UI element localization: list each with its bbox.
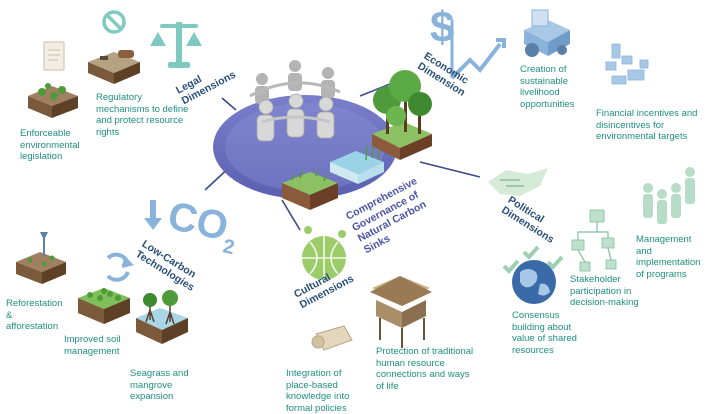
co2-arrow-icon: CO 2 bbox=[144, 194, 236, 259]
consensus-building-label: Consensus building about value of shared… bbox=[512, 310, 577, 356]
people-circle-icon bbox=[249, 60, 341, 142]
seagrass-mangrove-label: Seagrass and mangrove expansion bbox=[130, 368, 189, 402]
svg-text:$: $ bbox=[430, 3, 454, 52]
logged-land-block-icon bbox=[88, 50, 140, 84]
financial-blocks-icon bbox=[605, 43, 649, 85]
mangrove-block-icon bbox=[136, 290, 188, 344]
soil-block-icon bbox=[78, 288, 130, 324]
recycle-arrows-icon bbox=[106, 252, 134, 282]
garden-block-icon bbox=[28, 83, 78, 118]
grass-block-icon bbox=[282, 169, 338, 210]
culture-globe-icon bbox=[302, 226, 346, 280]
reforestation-label: Reforestation & afforestation bbox=[6, 298, 63, 332]
stakeholder-participation-label: Stakeholder participation in decision-ma… bbox=[570, 274, 639, 308]
org-chart-icon bbox=[571, 209, 617, 272]
checkmark-icons bbox=[502, 245, 564, 274]
seedling-block-icon bbox=[16, 232, 66, 284]
stilt-house-icon bbox=[370, 276, 432, 348]
svg-text:CO: CO bbox=[164, 194, 232, 250]
enforceable-legislation-label: Enforceable environmental legislation bbox=[20, 128, 80, 162]
people-group-icon bbox=[643, 167, 695, 224]
livelihood-label: Creation of sustainable livelihood oppor… bbox=[520, 64, 575, 110]
handshake-icon bbox=[488, 168, 548, 196]
forest-block-icon bbox=[372, 70, 432, 160]
traditional-connections-label: Protection of traditional human resource… bbox=[376, 346, 474, 392]
wetland-block-icon bbox=[330, 145, 384, 184]
prohibition-icon bbox=[102, 10, 126, 34]
tractor-icon bbox=[524, 9, 570, 57]
svg-text:2: 2 bbox=[221, 235, 236, 259]
soil-management-label: Improved soil management bbox=[64, 334, 121, 357]
dollar-chart-icon: $ bbox=[430, 3, 506, 80]
financial-incentives-label: Financial incentives and disincentives f… bbox=[596, 108, 698, 142]
governance-diagram: $ bbox=[16, 3, 695, 351]
scroll-icon bbox=[311, 325, 353, 351]
document-icon bbox=[43, 41, 65, 71]
scales-icon bbox=[150, 22, 202, 68]
integration-knowledge-label: Integration of place-based knowledge int… bbox=[286, 368, 350, 414]
globe-icon bbox=[512, 260, 556, 304]
management-programs-label: Management and implementation of program… bbox=[636, 234, 701, 280]
regulatory-mechanisms-label: Regulatory mechanisms to define and prot… bbox=[96, 92, 189, 138]
